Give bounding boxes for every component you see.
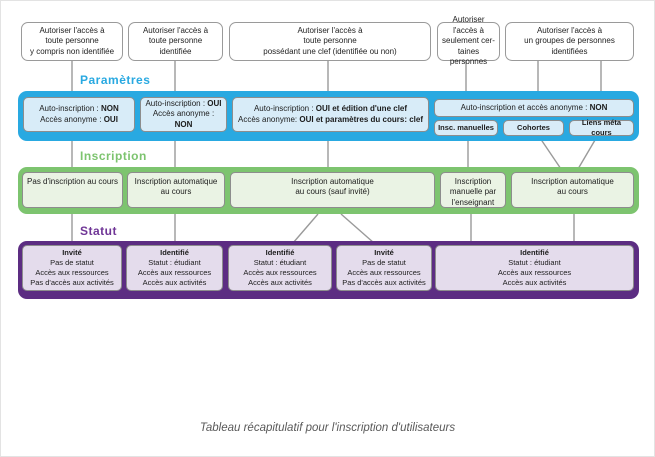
statut-title: Invité [62, 247, 82, 257]
box-line: Accès aux ressources [497, 268, 572, 277]
box-line: au cours (sauf invité) [295, 187, 370, 197]
box-line: Accès aux ressources [347, 268, 421, 277]
box-line: l'enseignant [451, 197, 495, 207]
box-line: seulement cer- [442, 36, 495, 46]
connector-line [340, 213, 375, 244]
box-line: Accès anonyme : OUI [40, 114, 118, 124]
access-anyone-unidentified-box: Autoriser l'accès à toute personne y com… [21, 22, 123, 61]
access-key-holders-box: Autoriser l'accès à toute personne possé… [229, 22, 431, 61]
statut-title: Identifié [520, 247, 549, 257]
box-line: Inscription automatique [531, 177, 614, 186]
box-line: Pas d'inscription au cours [27, 177, 118, 186]
box-line: possédant une clef (identifiée ou non) [263, 46, 397, 56]
parametres-label: Paramètres [80, 73, 151, 87]
box-line: Auto-inscription et accès anonyme : NON [460, 102, 608, 112]
box-line: Cohortes [517, 123, 550, 133]
statut-box-3: Identifié Statut : étudiant Accès aux re… [228, 245, 332, 291]
box-line: identifiée [159, 46, 192, 56]
box-line: Statut : étudiant [508, 257, 561, 267]
box-line: Autoriser l'accès à [297, 25, 363, 35]
parametres-box-1: Auto-inscription : NON Accès anonyme : O… [23, 97, 135, 132]
box-line: Pas d'accès aux activités [30, 278, 114, 288]
statut-title: Invité [374, 247, 394, 257]
meta-course-links-box: Liens méta cours [569, 118, 634, 137]
statut-band: Invité Pas de statut Accès aux ressource… [18, 241, 639, 299]
box-line: Statut : étudiant [148, 257, 201, 267]
box-line: toute personne [148, 36, 203, 46]
parametres-box-2: Auto-inscription : OUI Accès anonyme : N… [140, 97, 227, 132]
parametres-group-header: Auto-inscription et accès anonyme : NON [434, 99, 634, 117]
box-line: Autoriser l'accès à [142, 25, 209, 35]
box-line: taines personnes [449, 46, 488, 67]
inscription-box-5: Inscription automatique au cours [511, 172, 634, 208]
box-line: Accès aux activités [248, 278, 312, 288]
statut-title: Identifié [160, 247, 189, 257]
box-line: Inscription automatique [134, 177, 218, 186]
box-line: identifiées [551, 46, 588, 56]
box-line: Autoriser l'accès à [536, 25, 603, 35]
box-line: au cours [160, 187, 192, 197]
cohorts-box: Cohortes [503, 120, 564, 136]
box-line: manuelle par [449, 187, 497, 197]
inscription-box-2: Inscription automatique au cours [127, 172, 225, 208]
box-line: Accès aux activités [142, 278, 207, 288]
box-line: Statut : étudiant [253, 257, 307, 267]
box-line: Pas de statut [362, 257, 406, 267]
inscription-box-1: Pas d'inscription au cours [22, 172, 123, 208]
box-line: un groupes de personnes [524, 36, 615, 46]
box-line: Auto-inscription : OUI et édition d'une … [253, 104, 408, 114]
diagram-caption: Tableau récapitulatif pour l'inscription… [199, 422, 456, 434]
connector-line [292, 213, 319, 244]
box-line: Liens méta cours [581, 118, 622, 137]
access-identified-group-box: Autoriser l'accès à un groupes de person… [505, 22, 634, 61]
box-line: toute personne [303, 36, 357, 46]
box-line: Accès anonyme: OUI et paramètres du cour… [238, 114, 423, 124]
statut-box-1: Invité Pas de statut Accès aux ressource… [22, 245, 122, 291]
inscription-box-4: Inscription manuelle par l'enseignant [440, 172, 506, 208]
statut-title: Identifié [265, 247, 295, 257]
statut-label: Statut [80, 224, 117, 238]
box-line: Pas d'accès aux activités [342, 278, 426, 288]
statut-box-2: Identifié Statut : étudiant Accès aux re… [126, 245, 223, 291]
box-line: Accès aux ressources [35, 268, 109, 277]
box-line: Pas de statut [50, 257, 94, 267]
box-line: Auto-inscription : NON [39, 104, 119, 114]
inscription-label: Inscription [80, 149, 147, 163]
box-line: Autoriser l'accès à [39, 25, 105, 35]
manual-enrolment-box: Insc. manuelles [434, 120, 498, 136]
box-line: Inscription [454, 177, 492, 186]
box-line: Auto-inscription : OUI [145, 98, 222, 108]
box-line: Accès aux ressources [137, 268, 212, 277]
parametres-box-3: Auto-inscription : OUI et édition d'une … [232, 97, 429, 132]
box-line: Inscription automatique [291, 177, 374, 186]
access-anyone-identified-box: Autoriser l'accès à toute personne ident… [128, 22, 223, 61]
box-line: Accès anonyme : NON [152, 109, 215, 129]
access-selected-persons-box: Autoriser l'accès à seulement cer- taine… [437, 15, 500, 66]
parametres-band: Auto-inscription : NON Accès anonyme : O… [18, 91, 639, 141]
box-line: Insc. manuelles [438, 123, 494, 133]
box-line: y compris non identifiée [29, 46, 115, 56]
box-line: Accès aux ressources [243, 268, 317, 277]
inscription-band: Pas d'inscription au cours Inscription a… [18, 167, 639, 214]
box-line: toute personne [45, 36, 99, 46]
inscription-box-3: Inscription automatique au cours (sauf i… [230, 172, 435, 208]
statut-box-4: Invité Pas de statut Accès aux ressource… [336, 245, 432, 291]
statut-box-5: Identifié Statut : étudiant Accès aux re… [435, 245, 634, 291]
box-line: Autoriser l'accès à [452, 15, 485, 35]
box-line: Accès aux activités [502, 278, 567, 288]
box-line: au cours [557, 187, 588, 197]
